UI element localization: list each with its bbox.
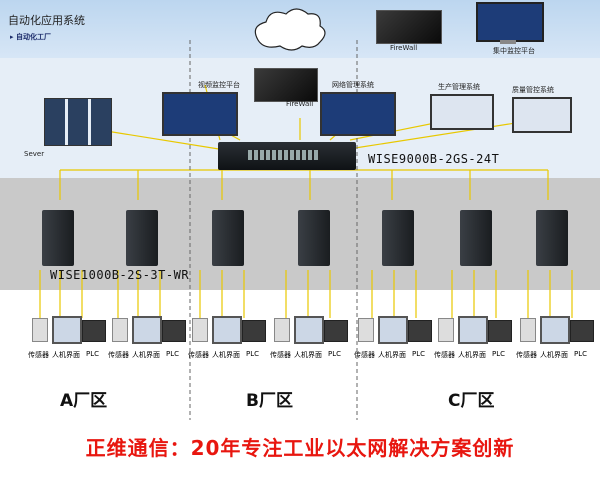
central-monitor-screen — [476, 2, 544, 42]
sensor-label: 传感器 — [108, 351, 129, 359]
hmi-label: 人机界面 — [378, 351, 406, 359]
sensor-label: 传感器 — [434, 351, 455, 359]
plc-label: PLC — [166, 350, 180, 358]
sensor-label: 传感器 — [354, 351, 375, 359]
sensor-device — [438, 318, 454, 342]
central-monitor-stand — [500, 40, 516, 44]
hmi-label: 人机界面 — [540, 351, 568, 359]
sensor-device — [112, 318, 128, 342]
quality-monitor — [512, 97, 572, 133]
plc-label: PLC — [328, 350, 342, 358]
plc-label: PLC — [574, 350, 588, 358]
plc-label: PLC — [492, 350, 506, 358]
edge-switch-6 — [460, 210, 492, 266]
plc-label: PLC — [412, 350, 426, 358]
plc-label: PLC — [246, 350, 260, 358]
core-switch-ports — [248, 150, 320, 160]
edge-switch-1 — [42, 210, 74, 266]
netmgmt-monitor — [320, 92, 396, 136]
netmgmt-label: 网络管理系统 — [332, 81, 374, 89]
hmi-device — [378, 316, 408, 344]
hmi-device — [540, 316, 570, 344]
plc-device — [162, 320, 186, 342]
plc-device — [488, 320, 512, 342]
hmi-label: 人机界面 — [52, 351, 80, 359]
field-group: 传感器人机界面 PLC — [28, 312, 110, 362]
edge-switch-model: WISE1000B-2S-3T-WR — [50, 268, 190, 282]
hmi-device — [212, 316, 242, 344]
edge-switch-3 — [212, 210, 244, 266]
video-monitor — [162, 92, 238, 136]
sensor-device — [358, 318, 374, 342]
sensor-label: 传感器 — [270, 351, 291, 359]
sensor-device — [520, 318, 536, 342]
firewall-top-monitor — [376, 10, 442, 44]
plc-device — [242, 320, 266, 342]
production-monitor — [430, 94, 494, 130]
footer-slogan: 正维通信：20年专注工业以太网解决方案创新 — [85, 436, 515, 460]
firewall-mid-monitor — [254, 68, 318, 102]
field-group: 传感器人机界面 PLC — [270, 312, 352, 362]
sensor-label: 传感器 — [188, 351, 209, 359]
hmi-device — [294, 316, 324, 344]
field-group: 传感器人机界面 PLC — [516, 312, 598, 362]
hmi-label: 人机界面 — [132, 351, 160, 359]
hmi-label: 人机界面 — [212, 351, 240, 359]
edge-switch-7 — [536, 210, 568, 266]
hmi-device — [458, 316, 488, 344]
field-group: 传感器人机界面 PLC — [188, 312, 270, 362]
core-switch-model: WISE9000B-2GS-24T — [368, 152, 500, 166]
quality-label: 质量管控系统 — [512, 86, 554, 94]
sensor-label: 传感器 — [516, 351, 537, 359]
plc-device — [324, 320, 348, 342]
field-group: 传感器人机界面 PLC — [108, 312, 190, 362]
sensor-device — [192, 318, 208, 342]
sensor-label: 传感器 — [28, 351, 49, 359]
hmi-label: 人机界面 — [294, 351, 322, 359]
plc-label: PLC — [86, 350, 100, 358]
server-rack — [44, 98, 112, 146]
edge-switch-4 — [298, 210, 330, 266]
field-group: 传感器人机界面 PLC — [354, 312, 436, 362]
zone-label-a: A厂区 — [60, 391, 108, 411]
firewall-top-label: FireWall — [390, 44, 418, 52]
sensor-device — [32, 318, 48, 342]
zone-label-c: C厂区 — [448, 391, 495, 411]
field-group: 传感器人机界面 PLC — [434, 312, 516, 362]
page-subtitle: ▸ 自动化工厂 — [10, 33, 51, 41]
firewall-mid-label: FireWall — [286, 100, 314, 108]
plc-device — [408, 320, 432, 342]
production-label: 生产管理系统 — [438, 83, 480, 91]
plc-device — [570, 320, 594, 342]
central-monitor-label: 集中监控平台 — [493, 47, 535, 55]
edge-switch-2 — [126, 210, 158, 266]
hmi-device — [132, 316, 162, 344]
plc-device — [82, 320, 106, 342]
video-monitor-label: 视频监控平台 — [198, 81, 240, 89]
edge-switch-5 — [382, 210, 414, 266]
hmi-device — [52, 316, 82, 344]
page-title: 自动化应用系统 — [8, 14, 85, 27]
hmi-label: 人机界面 — [458, 351, 486, 359]
zone-label-b: B厂区 — [246, 391, 293, 411]
server-label: Sever — [24, 150, 45, 158]
sensor-device — [274, 318, 290, 342]
